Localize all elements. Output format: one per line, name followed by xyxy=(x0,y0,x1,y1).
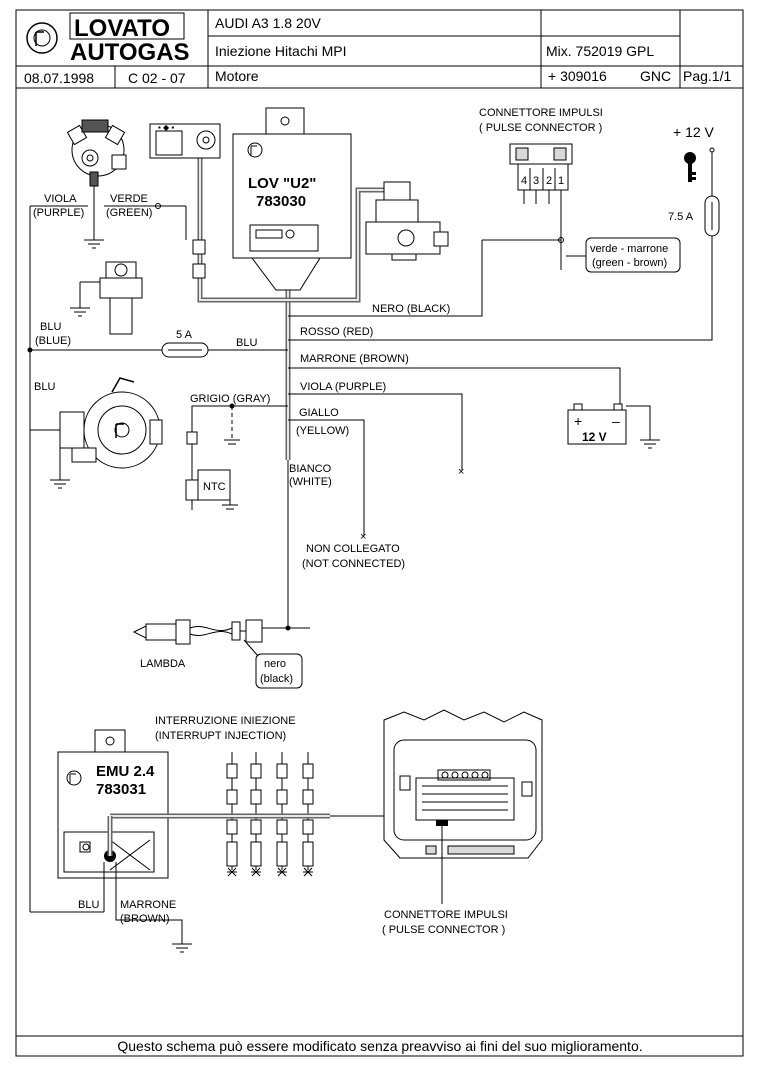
ignition-key-icon xyxy=(684,152,696,182)
gas-actuator xyxy=(365,181,449,261)
fuel-type: GNC xyxy=(640,68,671,84)
wire-label-black-lambda: (black) xyxy=(260,673,293,685)
pulse-connector-bottom-en: ( PULSE CONNECTOR ) xyxy=(382,924,505,936)
battery: + – 12 V xyxy=(567,403,627,445)
svg-text:▪ ◆ ▪: ▪ ◆ ▪ xyxy=(158,123,174,132)
purple-wire xyxy=(288,393,463,470)
wire-label-bianco: BIANCO xyxy=(289,463,332,475)
black-wire xyxy=(288,240,483,317)
pin-3: 3 xyxy=(533,175,539,187)
lpg-reducer xyxy=(59,377,163,469)
sheet-frame xyxy=(15,9,744,1057)
wire-label-verde-marrone: verde - marrone xyxy=(590,243,668,255)
wire-label-blu-left: BLU xyxy=(40,321,61,333)
section-title: Motore xyxy=(215,68,259,84)
pulse-connector-label-it: CONNETTORE IMPULSI xyxy=(479,107,603,119)
unconnected-end: × xyxy=(360,531,366,543)
injection-type: Iniezione Hitachi MPI xyxy=(215,43,347,59)
fuse-5a xyxy=(161,342,209,358)
not-connected-label: (NOT CONNECTED) xyxy=(302,558,405,570)
wire-label-viola-purple: VIOLA (PURPLE) xyxy=(300,381,386,393)
wire-label-blu-bottom: BLU xyxy=(78,899,99,911)
lov-unit-code: 783030 xyxy=(256,193,306,210)
logo-top-text: LOVATO xyxy=(74,15,170,42)
lambda-sensor xyxy=(132,619,263,645)
battery-plus: + xyxy=(574,413,582,429)
unconnected-end: × xyxy=(458,466,464,478)
date: 08.07.1998 xyxy=(24,70,94,86)
wire-label-nero-lambda: nero xyxy=(264,658,286,670)
yellow-wire xyxy=(288,419,365,536)
lovato-logo: LOVATO AUTOGAS xyxy=(26,12,190,66)
lov-u2-ecu: LOV "U2" 783030 xyxy=(232,107,352,291)
wire-label-purple: (PURPLE) xyxy=(33,207,84,219)
wire-label-blu-reducer: BLU xyxy=(34,381,55,393)
wire-label-grigio: GRIGIO (GRAY) xyxy=(190,393,270,405)
wire-label-viola: VIOLA xyxy=(44,193,77,205)
non-collegato-label: NON COLLEGATO xyxy=(306,543,400,555)
fuse-rating-7-5a: 7.5 A xyxy=(668,211,694,223)
interrupt-injection-label-en: (INTERRUPT INJECTION) xyxy=(155,730,286,742)
battery-voltage: 12 V xyxy=(582,430,607,444)
ntc-sensor: NTC xyxy=(185,431,231,510)
vehicle-model: AUDI A3 1.8 20V xyxy=(215,15,322,31)
diagram-code: C 02 - 07 xyxy=(128,70,186,86)
harness-connector xyxy=(192,263,206,279)
lpg-solenoid-valve xyxy=(70,261,143,335)
wire-label-verde: VERDE xyxy=(110,193,148,205)
wire-label-blu-mid: BLU xyxy=(236,337,257,349)
ground-symbol xyxy=(84,239,104,249)
reference-code: + 309016 xyxy=(548,68,607,84)
pin-2: 2 xyxy=(546,175,552,187)
pin-1: 1 xyxy=(558,175,564,187)
lov-unit-name: LOV "U2" xyxy=(248,175,316,192)
footer-note: Questo schema può essere modificato senz… xyxy=(117,1038,642,1054)
brown-wire xyxy=(288,367,621,406)
wire-label-nero: NERO (BLACK) xyxy=(372,303,450,315)
wire-callout-box xyxy=(255,653,303,689)
wire-label-white: (WHITE) xyxy=(289,476,332,488)
mixer-code: Mix. 752019 GPL xyxy=(546,43,654,59)
emu-unit-code: 783031 xyxy=(96,781,146,798)
supply-voltage-label: + 12 V xyxy=(673,124,715,140)
logo-bottom-text: AUTOGAS xyxy=(70,39,190,66)
lambda-label: LAMBDA xyxy=(140,658,186,670)
interrupt-injection-label-it: INTERRUZIONE INIEZIONE xyxy=(155,715,296,727)
pulse-connector-label-en: ( PULSE CONNECTOR ) xyxy=(479,122,602,134)
original-ecu xyxy=(383,709,543,859)
red-wire xyxy=(288,236,713,341)
wire-label-giallo: GIALLO xyxy=(299,407,339,419)
wire-label-rosso: ROSSO (RED) xyxy=(300,326,373,338)
emu-2-4-ecu: EMU 2.4 783031 xyxy=(57,729,169,879)
wire-label-blue-left: (BLUE) xyxy=(35,335,71,347)
fuse-7-5a xyxy=(704,195,720,237)
pulse-connector-bottom-it: CONNETTORE IMPULSI xyxy=(384,909,508,921)
ntc-label: NTC xyxy=(203,481,226,493)
wire-label-marrone-bottom: MARRONE xyxy=(120,899,176,911)
page-number: Pag.1/1 xyxy=(683,68,731,84)
wire-label-yellow: (YELLOW) xyxy=(296,425,349,437)
pin-4: 4 xyxy=(521,175,527,187)
pulse-connector-top: 4 3 2 1 xyxy=(509,143,573,240)
switch-panel: ▪ ◆ ▪ xyxy=(149,123,221,159)
injector-interrupt-harness xyxy=(226,752,314,877)
wire-label-green: (GREEN) xyxy=(106,207,152,219)
wire-label-green-brown: (green - brown) xyxy=(592,257,667,269)
wire-callout-box xyxy=(585,237,681,273)
distributor xyxy=(66,119,127,240)
battery-minus: – xyxy=(612,413,620,429)
fuse-rating-5a: 5 A xyxy=(176,329,193,341)
wire-label-brown-bottom: (BROWN) xyxy=(120,913,170,925)
emu-unit-name: EMU 2.4 xyxy=(96,763,155,780)
wire-label-marrone: MARRONE (BROWN) xyxy=(300,353,409,365)
harness-connector xyxy=(192,239,206,255)
